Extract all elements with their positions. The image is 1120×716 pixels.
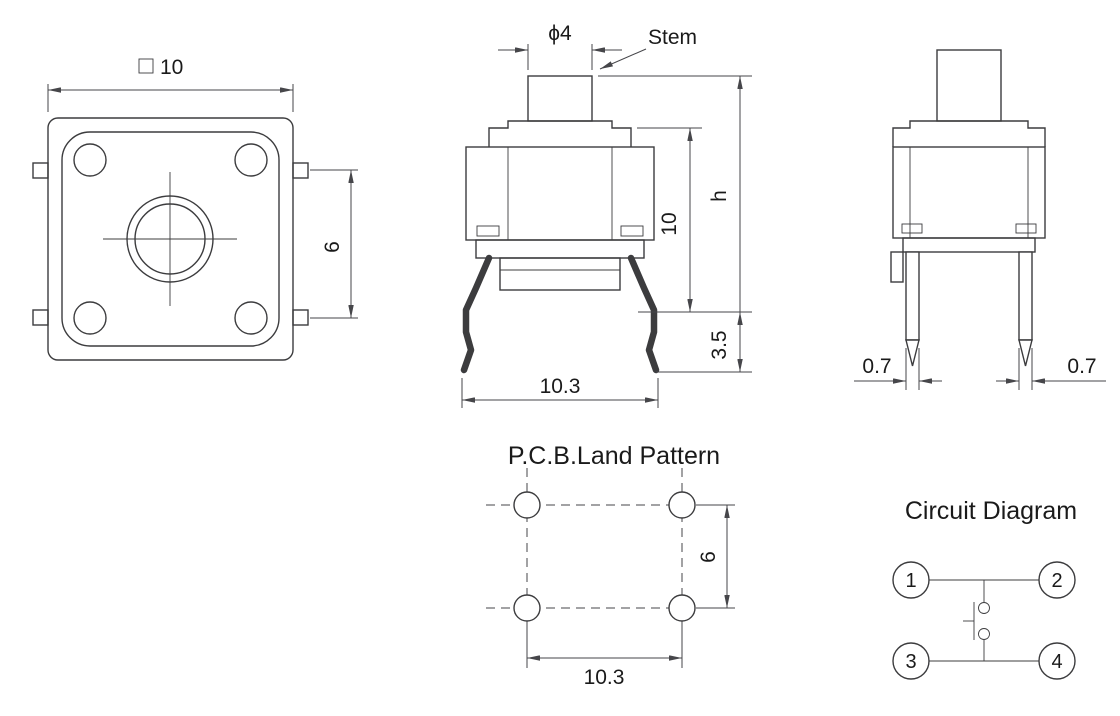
land-pattern-title: P.C.B.Land Pattern	[508, 442, 720, 470]
circuit-title: Circuit Diagram	[905, 497, 1077, 525]
land-pattern-row-pitch-label: 6	[697, 551, 720, 563]
top-view-body-outline	[47, 117, 294, 361]
top-view: 10 6	[32, 56, 358, 361]
base-plate	[475, 239, 645, 259]
pad-hole	[668, 594, 696, 622]
terminal-3-label: 3	[905, 651, 916, 673]
housing-shoulder-side	[892, 120, 1046, 147]
terminal-2-label: 2	[1051, 570, 1062, 592]
side-tab	[32, 309, 49, 326]
base-seat	[499, 257, 621, 291]
housing-foot	[620, 225, 644, 237]
contact-dot	[978, 628, 990, 640]
pin-left	[905, 251, 920, 341]
stem	[527, 75, 593, 122]
base-plate-side	[902, 237, 1036, 253]
stem-diameter-label: ϕ4	[548, 22, 572, 45]
circuit-diagram: Circuit Diagram 1 2 3 4	[892, 497, 1077, 680]
pad-hole	[513, 491, 541, 519]
corner-rivet	[234, 301, 268, 335]
side-tab	[292, 309, 309, 326]
top-view-width-label: 10	[160, 56, 183, 79]
terminal-1-label: 1	[905, 570, 916, 592]
pad-hole	[513, 594, 541, 622]
side-tab	[32, 162, 49, 179]
side-bracket-tab	[890, 251, 904, 283]
pin-width-left-label: 0.7	[862, 355, 891, 378]
top-view-inner-outline	[61, 131, 280, 347]
lead-left	[460, 254, 493, 374]
contact-dot	[978, 602, 990, 614]
side-view: 0.7 0.7	[854, 49, 1106, 390]
top-view-pitch-label: 6	[321, 241, 344, 253]
lead-projection-label: 3.5	[708, 330, 731, 359]
pin-right-tip	[1018, 339, 1033, 367]
corner-rivet	[73, 301, 107, 335]
lead-span-label: 10.3	[540, 375, 581, 398]
terminal-circle	[892, 561, 930, 599]
housing-foot	[901, 223, 923, 234]
side-tab	[292, 162, 309, 179]
pin-right	[1018, 251, 1033, 341]
corner-rivet	[234, 143, 268, 177]
front-view: ϕ4 Stem 10 h 3.5 10.3	[460, 22, 752, 408]
pcb-land-pattern: P.C.B.Land Pattern 6 10.3	[486, 442, 735, 689]
corner-rivet	[73, 143, 107, 177]
terminal-circle	[892, 642, 930, 680]
terminal-4-label: 4	[1051, 651, 1062, 673]
pad-hole	[668, 491, 696, 519]
leader-line	[599, 48, 647, 70]
lead-right	[627, 254, 660, 374]
pin-left-tip	[905, 339, 920, 367]
terminal-circle	[1038, 642, 1076, 680]
pin-width-right-label: 0.7	[1067, 355, 1096, 378]
stem-callout-label: Stem	[648, 26, 697, 49]
total-height-label: h	[708, 190, 731, 202]
terminal-circle	[1038, 561, 1076, 599]
stem-side	[936, 49, 1002, 122]
housing-foot	[1015, 223, 1037, 234]
body-height-label: 10	[658, 212, 681, 235]
square-symbol-icon	[138, 58, 154, 74]
land-pattern-column-pitch-label: 10.3	[584, 666, 625, 689]
housing-foot	[476, 225, 500, 237]
housing-shoulder	[488, 120, 632, 147]
